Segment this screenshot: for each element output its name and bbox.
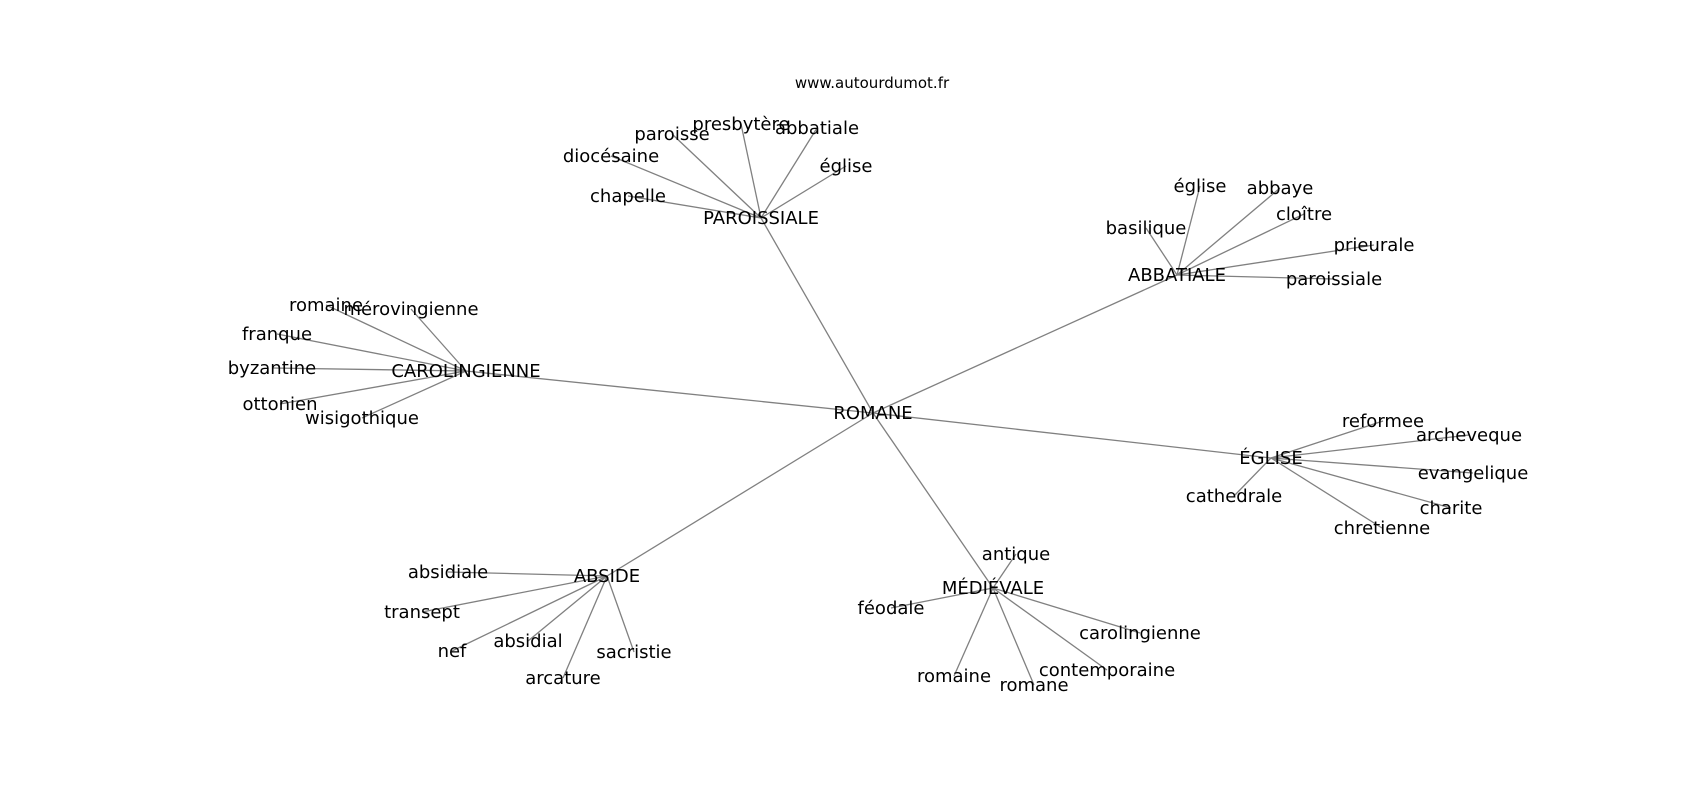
edge-carolingienne-wisigothique xyxy=(361,370,467,419)
node-carolingienne-romaine: romaine xyxy=(289,295,363,316)
node-medievale-romane: romane xyxy=(999,675,1068,696)
node-paroissiale: PAROISSIALE xyxy=(703,208,819,229)
node-abbatiale-abbaye: abbaye xyxy=(1247,178,1314,199)
node-abside-absidiale: absidiale xyxy=(408,562,488,583)
node-abbatiale-eglise: église xyxy=(1174,176,1227,197)
edge-romane-abside xyxy=(606,412,874,577)
edge-carolingienne-ottonien xyxy=(279,370,467,405)
node-carolingienne: CAROLINGIENNE xyxy=(391,361,540,382)
edge-paroissiale-chapelle xyxy=(627,195,762,219)
edge-medievale-romaine xyxy=(953,587,994,677)
edge-romane-eglise xyxy=(872,412,1272,459)
edge-abside-transept xyxy=(421,575,608,613)
edge-medievale-antique xyxy=(992,553,1017,589)
node-paroissiale-chapelle: chapelle xyxy=(590,186,666,207)
edge-carolingienne-merovingienne xyxy=(410,308,467,372)
node-abside-sacristie: sacristie xyxy=(596,642,671,663)
edge-abside-absidial xyxy=(527,575,608,642)
edge-abbatiale-abbaye xyxy=(1176,187,1281,276)
node-medievale-contemporaine: contemporaine xyxy=(1039,660,1175,681)
node-romane: ROMANE xyxy=(833,403,912,424)
edge-medievale-feodale xyxy=(890,587,994,609)
watermark: www.autourdumot.fr xyxy=(795,74,950,92)
node-medievale-feodale: féodale xyxy=(858,598,925,619)
node-paroissiale-presbytere: presbytère xyxy=(692,114,789,135)
edge-paroissiale-eglise xyxy=(760,165,847,219)
node-eglise-archeveque: archeveque xyxy=(1416,425,1522,446)
edge-eglise-evangelique xyxy=(1270,457,1474,474)
node-abbatiale-prieurale: prieurale xyxy=(1334,235,1415,256)
node-eglise-charite: charite xyxy=(1420,498,1483,519)
node-carolingienne-byzantine: byzantine xyxy=(228,358,317,379)
edge-medievale-romane xyxy=(992,587,1035,686)
edge-eglise-chretienne xyxy=(1270,457,1383,529)
node-abbatiale-cloitre: cloître xyxy=(1276,204,1332,225)
edge-paroissiale-abbatiale xyxy=(760,127,818,219)
node-labels: ROMANEPAROISSIALEchapellediocésaineparoi… xyxy=(228,114,1529,696)
node-abbatiale-basilique: basilique xyxy=(1106,218,1187,239)
edge-eglise-charite xyxy=(1270,457,1452,509)
edge-abside-arcature xyxy=(562,575,608,679)
edge-abside-nef xyxy=(451,575,608,652)
node-abside-arcature: arcature xyxy=(525,668,601,689)
node-abbatiale: ABBATIALE xyxy=(1128,265,1226,286)
edge-paroissiale-presbytere xyxy=(740,123,762,219)
edge-medievale-contemporaine xyxy=(992,587,1108,671)
edge-paroissiale-diocesaine xyxy=(610,155,762,219)
node-abside-absidial: absidial xyxy=(493,631,562,652)
node-medievale: MÉDIÉVALE xyxy=(942,577,1044,599)
edge-medievale-carolingienne xyxy=(992,587,1141,634)
node-carolingienne-franque: franque xyxy=(242,324,312,345)
edge-carolingienne-byzantine xyxy=(271,367,467,372)
edge-abbatiale-prieurale xyxy=(1176,244,1375,276)
node-medievale-antique: antique xyxy=(982,544,1050,565)
node-eglise-reformee: reformee xyxy=(1342,411,1424,432)
edge-abbatiale-paroissiale xyxy=(1176,274,1335,280)
edge-carolingienne-franque xyxy=(276,333,467,372)
node-abside: ABSIDE xyxy=(574,566,640,587)
node-medievale-romaine: romaine xyxy=(917,666,991,687)
node-abside-transept: transept xyxy=(384,602,460,623)
edge-abbatiale-basilique xyxy=(1145,227,1178,276)
node-abside-nef: nef xyxy=(438,641,467,662)
node-paroissiale-diocesaine: diocésaine xyxy=(563,146,659,167)
node-eglise-evangelique: evangelique xyxy=(1418,463,1529,484)
node-eglise-cathedrale: cathedrale xyxy=(1186,486,1282,507)
edge-romane-paroissiale xyxy=(760,217,874,414)
node-carolingienne-wisigothique: wisigothique xyxy=(305,408,419,429)
edge-abbatiale-cloitre xyxy=(1176,213,1305,276)
edge-eglise-reformee xyxy=(1270,420,1384,459)
node-medievale-carolingienne: carolingienne xyxy=(1079,623,1201,644)
edge-romane-carolingienne xyxy=(465,370,874,414)
edge-carolingienne-romaine xyxy=(325,304,467,372)
node-paroissiale-eglise: église xyxy=(820,156,873,177)
edges xyxy=(271,123,1474,686)
edge-romane-medievale xyxy=(872,412,994,589)
node-eglise: ÉGLISE xyxy=(1239,447,1302,469)
edge-eglise-cathedrale xyxy=(1233,457,1272,497)
edge-paroissiale-paroisse xyxy=(671,133,762,219)
node-paroissiale-paroisse: paroisse xyxy=(634,124,709,145)
node-carolingienne-merovingienne: mérovingienne xyxy=(343,299,478,320)
node-paroissiale-abbatiale: abbatiale xyxy=(775,118,859,139)
node-abbatiale-paroissiale: paroissiale xyxy=(1286,269,1382,290)
edge-abside-sacristie xyxy=(606,575,635,653)
edge-abbatiale-eglise xyxy=(1176,185,1201,276)
node-carolingienne-ottonien: ottonien xyxy=(242,394,317,415)
edge-eglise-archeveque xyxy=(1270,434,1470,459)
node-eglise-chretienne: chretienne xyxy=(1334,518,1430,539)
edge-abside-absidiale xyxy=(447,571,608,577)
edge-romane-abbatiale xyxy=(872,274,1178,414)
